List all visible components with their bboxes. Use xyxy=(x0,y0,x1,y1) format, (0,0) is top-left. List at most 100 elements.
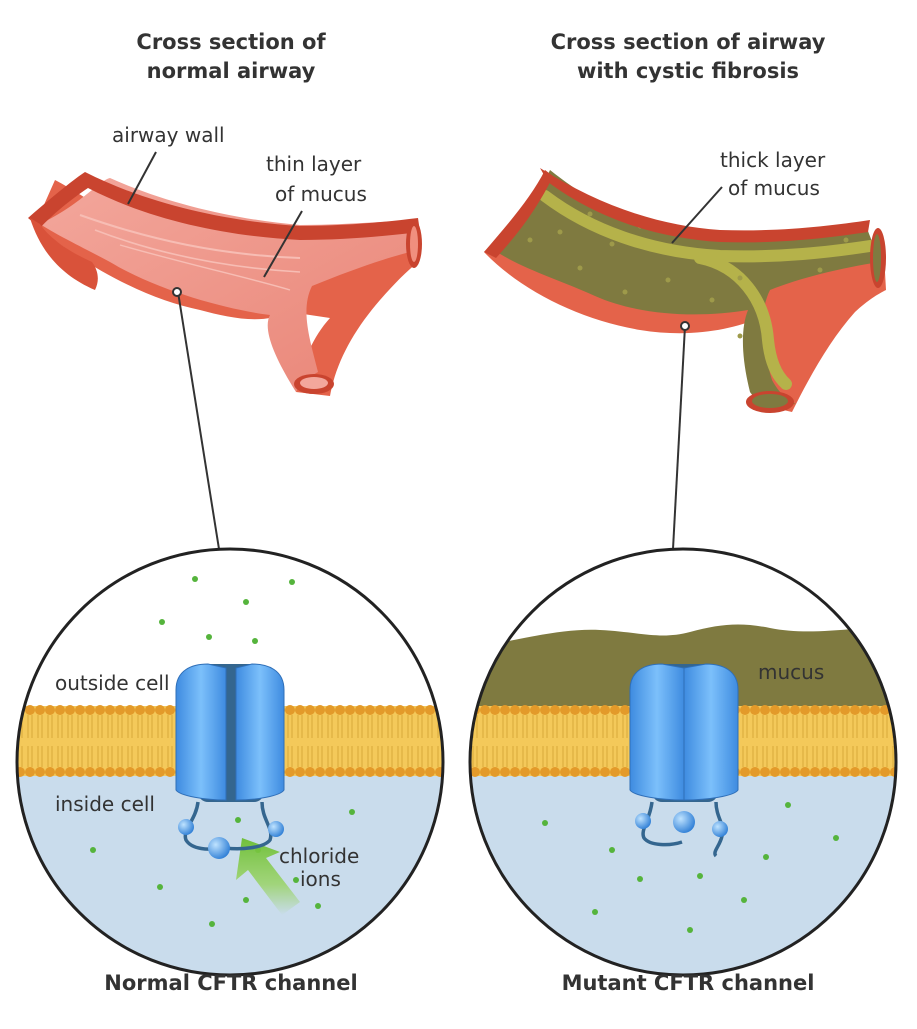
lipid-head xyxy=(470,767,480,777)
lipid-head xyxy=(550,705,560,715)
lipid-head xyxy=(315,767,325,777)
lipid-head xyxy=(285,767,295,777)
cf-title-line2: with cystic fibrosis xyxy=(577,59,799,83)
lipid-head xyxy=(65,705,75,715)
lipid-head xyxy=(345,767,355,777)
lipid-head xyxy=(145,705,155,715)
lipid-head xyxy=(5,705,15,715)
zoom-point-normal xyxy=(172,287,182,297)
lipid-head xyxy=(770,705,780,715)
lipid-head xyxy=(520,767,530,777)
lipid-tail xyxy=(622,715,628,767)
lipid-tail xyxy=(47,715,53,767)
lipid-tail xyxy=(842,715,848,767)
lipid-head xyxy=(95,705,105,715)
lipid-tail xyxy=(137,715,143,767)
label-mucus: mucus xyxy=(758,660,824,684)
lipid-head xyxy=(460,705,470,715)
label-thin-mucus-line1: thin layer xyxy=(266,152,362,176)
lipid-head xyxy=(580,767,590,777)
normal-title-line1: Cross section of xyxy=(136,30,326,54)
leader-airway-wall xyxy=(127,151,157,205)
lipid-tail xyxy=(463,715,467,767)
normal-airway-illustration xyxy=(28,172,422,396)
lipid-tail xyxy=(492,715,498,767)
lipid-head xyxy=(810,767,820,777)
lipid-head xyxy=(620,705,630,715)
lipid-head xyxy=(45,767,55,777)
lipid-tail xyxy=(337,715,343,767)
lipid-head xyxy=(165,767,175,777)
lipid-head xyxy=(840,705,850,715)
lipid-head xyxy=(415,705,425,715)
lipid-tail xyxy=(427,715,433,767)
lipid-head xyxy=(445,705,455,715)
lipid-head xyxy=(500,705,510,715)
lipid-head xyxy=(860,705,870,715)
lipid-head xyxy=(445,767,455,777)
lipid-tail xyxy=(592,715,598,767)
lipid-head xyxy=(790,767,800,777)
lipid-head xyxy=(5,767,15,777)
lipid-tail xyxy=(562,715,568,767)
lipid-head xyxy=(325,705,335,715)
lipid-head xyxy=(600,767,610,777)
lipid-head xyxy=(830,767,840,777)
lipid-head xyxy=(315,705,325,715)
lipid-head xyxy=(750,767,760,777)
lipid-head xyxy=(155,767,165,777)
lipid-tail xyxy=(357,715,363,767)
lipid-tail xyxy=(287,715,293,767)
normal-zoom-circle xyxy=(15,547,445,977)
lipid-head xyxy=(115,705,125,715)
lipid-head xyxy=(295,767,305,777)
lipid-head xyxy=(760,767,770,777)
lipid-head xyxy=(105,767,115,777)
lipid-head xyxy=(405,705,415,715)
lipid-tail xyxy=(117,715,123,767)
lipid-tail xyxy=(387,715,393,767)
lipid-head xyxy=(35,767,45,777)
label-chloride-line1: chloride xyxy=(279,844,359,868)
lipid-head xyxy=(610,705,620,715)
lipid-tail xyxy=(532,715,538,767)
lipid-tail xyxy=(8,715,12,767)
lipid-head xyxy=(880,767,890,777)
mutant-caption: Mutant CFTR channel xyxy=(562,971,815,995)
lipid-tail xyxy=(448,715,452,767)
cf-title-line1: Cross section of airway xyxy=(551,30,826,54)
lipid-tail xyxy=(147,715,153,767)
lipid-head xyxy=(480,705,490,715)
lipid-head xyxy=(540,767,550,777)
lipid-head xyxy=(145,767,155,777)
lipid-tail xyxy=(27,715,33,767)
lipid-head xyxy=(580,705,590,715)
label-chloride-line2: ions xyxy=(300,867,341,891)
lipid-tail xyxy=(742,715,748,767)
lipid-head xyxy=(355,767,365,777)
label-thick-mucus-line2: of mucus xyxy=(728,176,820,200)
chloride-arrow-icon xyxy=(236,838,300,915)
lipid-tail xyxy=(417,715,423,767)
lipid-head xyxy=(395,705,405,715)
lipid-head xyxy=(25,767,35,777)
lipid-head xyxy=(760,705,770,715)
lipid-head xyxy=(800,705,810,715)
lipid-tail xyxy=(512,715,518,767)
lipid-head xyxy=(365,705,375,715)
lipid-tail xyxy=(782,715,788,767)
lipid-tail xyxy=(297,715,303,767)
lipid-head xyxy=(135,767,145,777)
lipid-tail xyxy=(407,715,413,767)
lipid-tail xyxy=(872,715,878,767)
lipid-head xyxy=(850,705,860,715)
lipid-head xyxy=(365,767,375,777)
lipid-tail xyxy=(602,715,608,767)
lipid-head xyxy=(900,705,910,715)
lipid-head xyxy=(65,767,75,777)
lipid-tail xyxy=(772,715,778,767)
lipid-head xyxy=(530,767,540,777)
lipid-head xyxy=(590,705,600,715)
